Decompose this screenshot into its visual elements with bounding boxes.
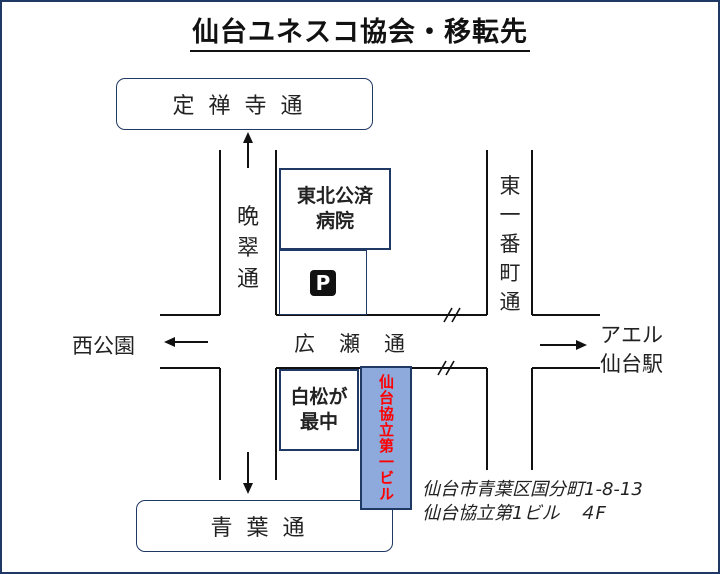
map-title: 仙台ユネスコ協会・移転先 bbox=[0, 10, 720, 52]
street-label-jozenji: 定禅寺通 bbox=[172, 94, 317, 119]
street-label-bansui: 晩翠通 bbox=[236, 205, 259, 292]
address-line-2: 仙台協立第1ビル ４F bbox=[422, 503, 606, 524]
address-line-1: 仙台市青葉区国分町1-8-13 bbox=[422, 479, 643, 500]
building-label-target: 仙台協立第一ビル bbox=[377, 374, 395, 502]
building-label-hospital: 東北公済 病院 bbox=[296, 185, 373, 232]
break-mark bbox=[445, 360, 455, 376]
building-label-shiramatsu: 白松が 最中 bbox=[290, 386, 348, 433]
building-tohoku-kosai-hospital: 東北公済 病院 bbox=[279, 168, 391, 250]
street-box-aoba: 青葉通 bbox=[136, 500, 393, 552]
street-label-hirose: 広瀬通 bbox=[294, 332, 429, 356]
parking-icon: P bbox=[310, 269, 336, 296]
arrow-west-icon bbox=[164, 337, 175, 347]
break-mark bbox=[443, 307, 453, 323]
break-mark bbox=[451, 307, 461, 323]
building-shiramatsu-ga-monaka: 白松が 最中 bbox=[279, 369, 359, 451]
street-box-jozenji: 定禅寺通 bbox=[116, 78, 373, 130]
place-label-nishi-koen: 西公園 bbox=[72, 334, 135, 358]
arrow-east-icon bbox=[576, 340, 587, 350]
break-mark bbox=[437, 360, 447, 376]
building-target-kyoritsu: 仙台協立第一ビル bbox=[360, 366, 412, 510]
arrow-south-icon bbox=[243, 483, 253, 494]
place-label-aeru-sendai-station: アエル 仙台駅 bbox=[600, 323, 663, 376]
street-label-higashi-ichibancho: 東一番町通 bbox=[499, 174, 521, 314]
street-label-aoba: 青葉通 bbox=[210, 516, 319, 541]
building-parking: P bbox=[279, 250, 367, 315]
arrow-north-icon bbox=[243, 132, 253, 143]
